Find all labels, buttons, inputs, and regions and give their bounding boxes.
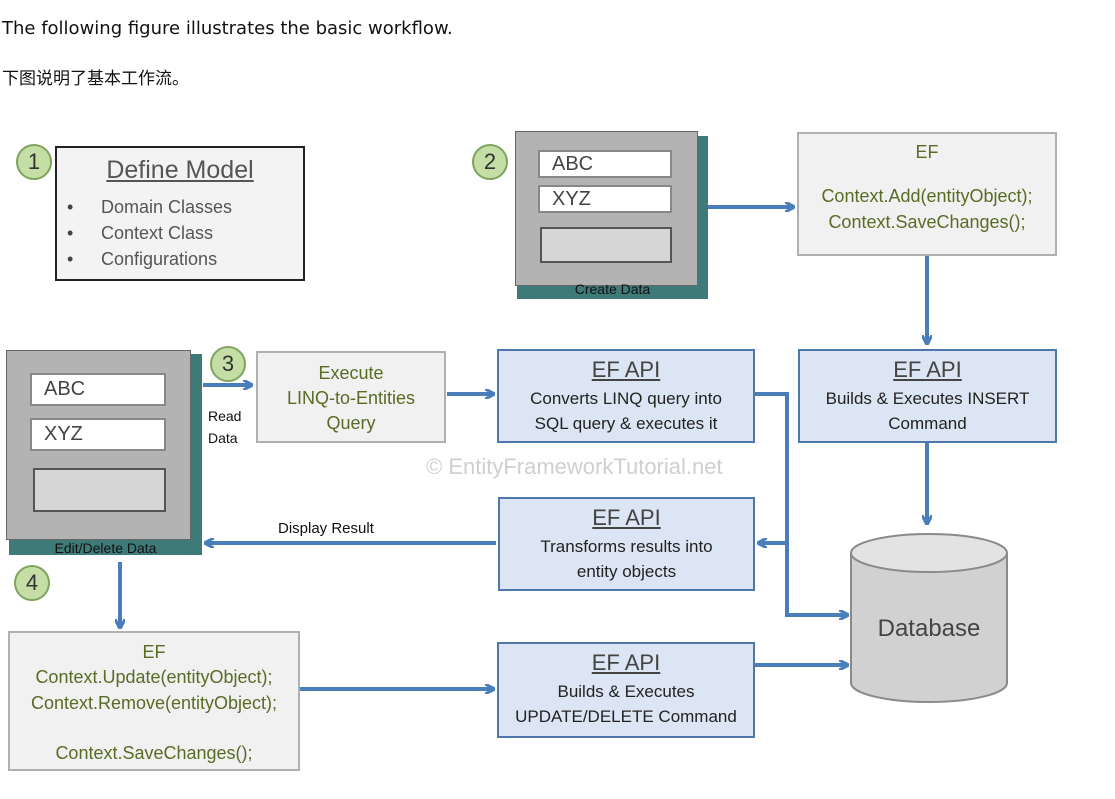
ef-add-box: EF Context.Add(entityObject); Context.Sa… (797, 132, 1057, 256)
ef-api-insert-title: EF API (893, 357, 962, 382)
intro-text: The following figure illustrates the bas… (2, 18, 453, 39)
execute-query-line2: LINQ-to-Entities (286, 388, 416, 408)
ef-update-line2: Context.Remove(entityObject); (30, 693, 278, 713)
ef-api-convert-box: EF API Converts LINQ query into SQL quer… (497, 349, 755, 443)
workflow-diagram: 1 Define Model Domain Classes Context Cl… (0, 110, 1115, 799)
ef-api-insert-line1: Builds & Executes INSERT (825, 389, 1030, 408)
edit-submit-button (33, 468, 166, 512)
define-model-list: Domain Classes Context Class Configurati… (67, 194, 232, 272)
define-model-title: Define Model (106, 156, 254, 184)
list-item: Context Class (67, 220, 232, 246)
read-data-label-line2: Data (208, 430, 238, 446)
create-data-label: Create Data (574, 281, 651, 297)
create-data-screen: ABC XYZ (515, 131, 698, 286)
ef-add-title: EF (915, 142, 939, 162)
ef-update-line3: Context.SaveChanges(); (55, 743, 253, 763)
ef-api-update-line1: Builds & Executes (557, 682, 695, 701)
ef-add-line2: Context.SaveChanges(); (828, 212, 1026, 232)
step-1-badge: 1 (16, 144, 52, 180)
ef-api-insert-line2: Command (888, 414, 967, 433)
edit-data-screen: ABC XYZ (6, 350, 191, 540)
ef-api-convert-title: EF API (591, 357, 661, 382)
arrow-convert-to-db (755, 392, 846, 615)
step-2-badge: 2 (472, 144, 508, 180)
workflow-arrows (0, 110, 1008, 703)
ef-add-line1: Context.Add(entityObject); (821, 186, 1033, 206)
execute-query-box: Execute LINQ-to-Entities Query (256, 351, 446, 443)
step-4-badge: 4 (14, 565, 50, 601)
list-item: Domain Classes (67, 194, 232, 220)
create-field-abc: ABC (538, 150, 672, 178)
ef-update-title: EF (142, 642, 166, 662)
ef-api-transform-title: EF API (592, 505, 661, 530)
edit-field-abc: ABC (30, 373, 166, 406)
ef-api-update-box: EF API Builds & Executes UPDATE/DELETE C… (497, 642, 755, 738)
define-model-box: Define Model Domain Classes Context Clas… (55, 146, 305, 281)
ef-api-insert-box: EF API Builds & Executes INSERT Command (798, 349, 1057, 443)
execute-query-line1: Execute (318, 363, 384, 383)
ef-api-convert-line1: Converts LINQ query into (530, 389, 722, 408)
ef-api-transform-box: EF API Transforms results into entity ob… (498, 497, 755, 591)
ef-api-convert-line2: SQL query & executes it (534, 414, 718, 433)
watermark: © EntityFrameworkTutorial.net (426, 454, 723, 479)
ef-api-transform-line1: Transforms results into (540, 537, 713, 556)
read-data-label-line1: Read (208, 408, 242, 424)
intro-text-chinese: 下图说明了基本工作流。 (2, 69, 189, 89)
list-item: Configurations (67, 246, 232, 272)
edit-field-xyz: XYZ (30, 418, 166, 451)
ef-api-update-title: EF API (591, 650, 661, 675)
ef-api-transform-line2: entity objects (576, 562, 677, 581)
execute-query-line3: Query (326, 413, 376, 433)
create-submit-button (540, 227, 672, 263)
database-cylinder (850, 533, 1008, 703)
ef-update-box: EF Context.Update(entityObject); Context… (8, 631, 300, 771)
database-label: Database (877, 615, 981, 642)
ef-api-update-line2: UPDATE/DELETE Command (515, 707, 737, 726)
display-result-label: Display Result (278, 520, 374, 537)
edit-data-label: Edit/Delete Data (54, 540, 157, 556)
step-3-badge: 3 (210, 346, 246, 382)
create-field-xyz: XYZ (538, 185, 672, 213)
ef-update-line1: Context.Update(entityObject); (35, 667, 273, 687)
